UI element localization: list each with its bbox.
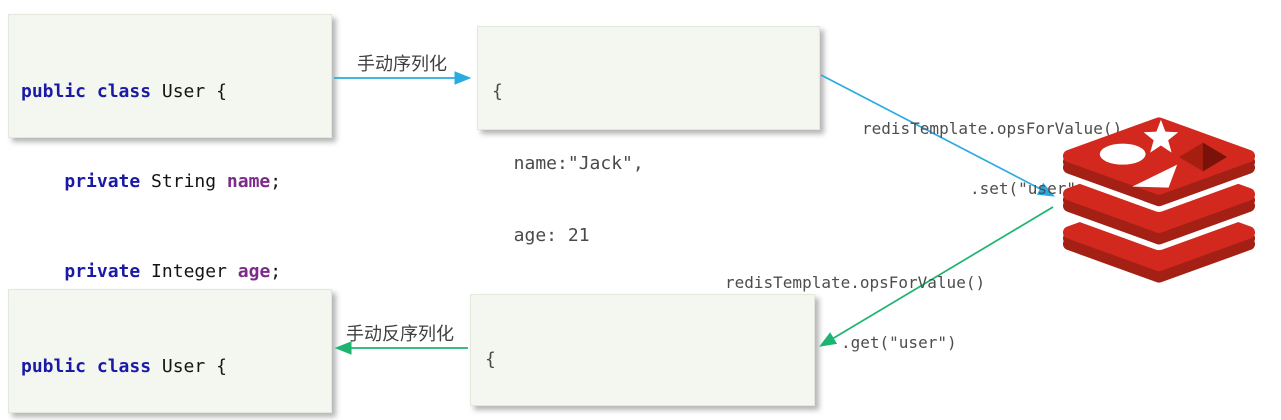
deserialize-label: 手动反序列化 <box>346 324 454 345</box>
code-line: private String name; <box>64 171 282 192</box>
json-line: { <box>492 81 503 102</box>
json-line: age: 21 <box>492 225 590 246</box>
redis-database-icon <box>1060 117 1258 286</box>
redis-get-call-label: redisTemplate.opsForValue() .get("user") <box>725 233 985 393</box>
json-block-bottom: { name:"Jack", age: 21 } <box>470 294 815 406</box>
code-line: private Integer age; <box>64 261 282 282</box>
json-block-top: { name:"Jack", age: 21 } <box>477 26 820 318</box>
ellipse-icon <box>1099 143 1146 165</box>
code-line: redisTemplate.opsForValue() <box>725 273 986 292</box>
code-line: public class User { <box>21 81 227 102</box>
serialize-label: 手动序列化 <box>357 54 447 75</box>
code-line: public class User { <box>21 356 227 377</box>
code-line: redisTemplate.opsForValue() <box>862 119 1123 138</box>
user-class-code-block-bottom: public class User { private String name;… <box>8 289 332 413</box>
json-line: name:"Jack", <box>492 153 644 174</box>
square-hole-icon <box>1179 142 1227 172</box>
triangle-icon <box>1132 164 1178 188</box>
user-class-code-block-top: public class User { private String name;… <box>8 14 332 372</box>
code-line: .get("user") <box>841 333 957 352</box>
star-icon <box>1143 119 1179 153</box>
json-line: { <box>485 349 496 370</box>
